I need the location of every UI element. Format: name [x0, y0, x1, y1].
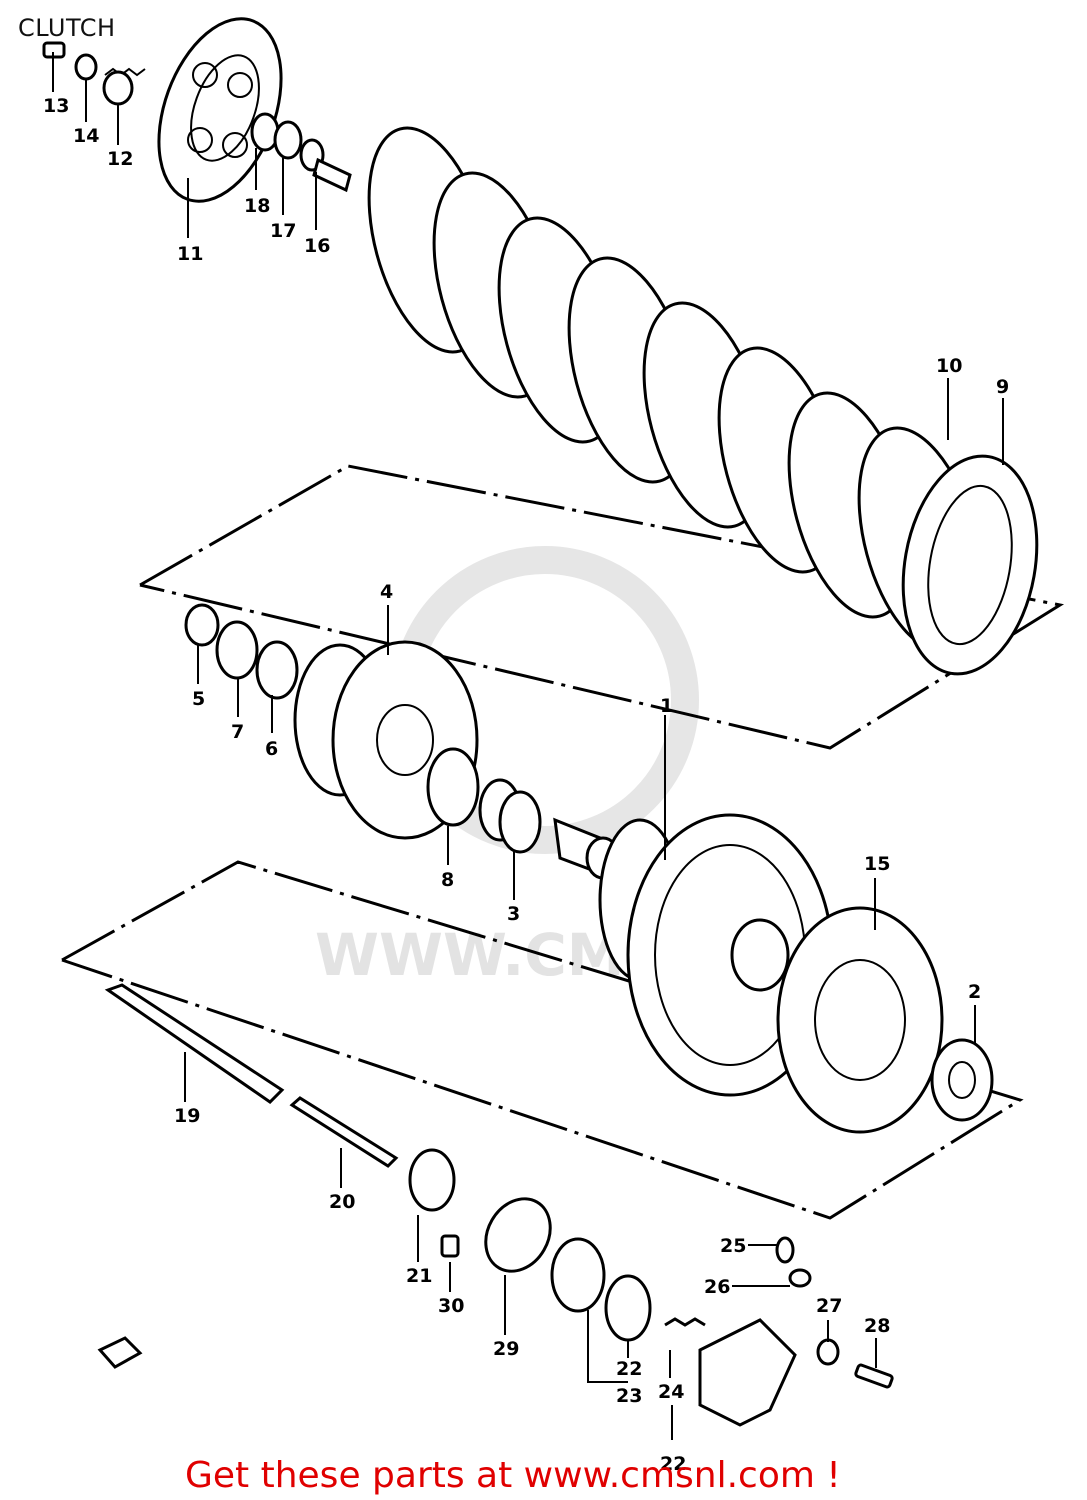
callout-3: 3 [507, 903, 520, 925]
release-pushrod [250, 112, 352, 193]
callout-28: 28 [864, 1315, 890, 1337]
callout-24: 24 [658, 1381, 684, 1403]
callout-11: 11 [177, 243, 203, 265]
callout-20: 20 [329, 1191, 355, 1213]
callout-2: 2 [968, 981, 981, 1003]
callout-8: 8 [441, 869, 454, 891]
callout-1: 1 [660, 695, 673, 717]
parts-link-footer[interactable]: Get these parts at www.cmsnl.com ! [185, 1455, 841, 1496]
callout-4: 4 [380, 581, 393, 603]
starter-clutch-gear [776, 906, 994, 1134]
callout-6: 6 [265, 738, 278, 760]
callout-25: 25 [720, 1235, 746, 1257]
callout-17: 17 [270, 220, 296, 242]
release-mechanism [97, 1148, 894, 1427]
callout-12: 12 [107, 148, 133, 170]
pushrods [104, 983, 399, 1168]
callout-14: 14 [73, 125, 99, 147]
callout-26: 26 [704, 1276, 730, 1298]
callout-9: 9 [996, 376, 1009, 398]
callout-7: 7 [231, 721, 244, 743]
callout-21: 21 [406, 1265, 432, 1287]
bolt-spring-washer [42, 41, 146, 106]
clutch-plates-stack [367, 126, 1039, 676]
clutch-sleeve-hub [184, 603, 480, 840]
assembly-boundaries [61, 464, 1065, 1220]
callout-27: 27 [816, 1295, 842, 1317]
diagram-title: CLUTCH [18, 14, 116, 42]
callout-18: 18 [244, 195, 270, 217]
callout-15: 15 [864, 853, 890, 875]
leader-lines [52, 52, 1004, 1440]
callout-5: 5 [192, 688, 205, 710]
pressure-plate [157, 17, 283, 203]
needle-bearing-spacer [478, 778, 621, 880]
callout-13: 13 [43, 95, 69, 117]
callout-labels: 13 14 12 11 18 17 16 10 9 4 5 7 6 8 3 1 … [43, 95, 1009, 1475]
callout-29: 29 [493, 1338, 519, 1360]
callout-23: 22 [616, 1358, 642, 1380]
callout-22: 22 [660, 1453, 686, 1475]
callout-10: 10 [936, 355, 962, 377]
callout-19: 19 [174, 1105, 200, 1127]
callout-16: 16 [304, 235, 330, 257]
callout-30: 30 [438, 1295, 464, 1317]
callout-23b: 23 [616, 1385, 642, 1407]
